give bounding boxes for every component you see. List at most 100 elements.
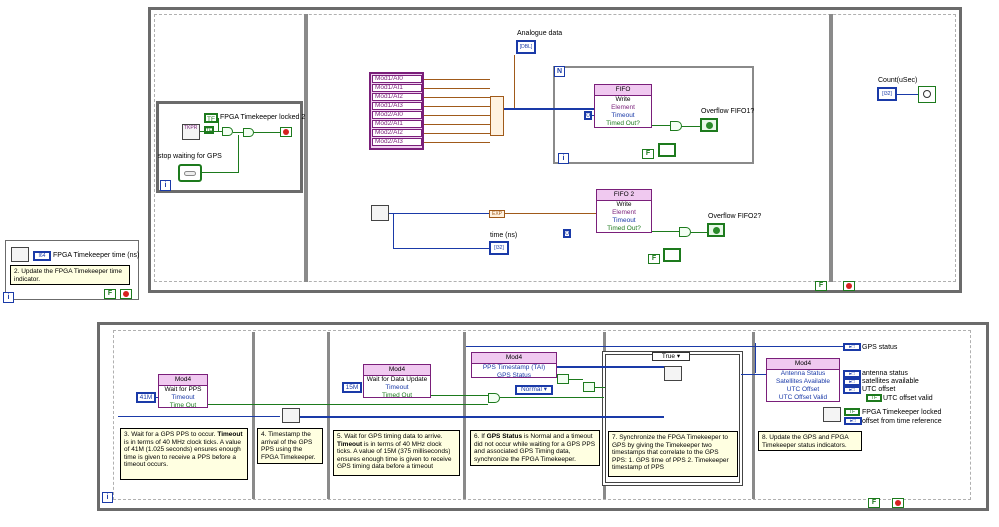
wire	[466, 346, 843, 347]
stop-waiting-label: stop waiting for GPS	[158, 153, 222, 160]
gps-loop-inner	[113, 330, 971, 500]
fifo2-title: FIFO 2	[597, 190, 651, 201]
frame-divider	[463, 332, 466, 499]
wire	[691, 232, 707, 233]
side-i: i	[3, 292, 14, 303]
wire	[569, 379, 583, 380]
comment-5-bold: Timeout	[337, 440, 363, 448]
wait-data-node: Mod4 Wait for Data Update Timeout Timed …	[363, 364, 431, 399]
comment-3: 3. Wait for a GPS PPS to occur. Timeout …	[120, 428, 248, 480]
overflow-fifo2-label: Overflow FIFO2?	[708, 213, 762, 220]
build-array-node	[490, 96, 504, 136]
ai-channel-item: Mod1/AI1	[372, 84, 422, 92]
fifo2-element: Element	[612, 209, 636, 216]
analogue-data-indicator: [DBL]	[516, 40, 536, 54]
or-gate-icon	[488, 393, 500, 403]
zero-constant-1: 0	[584, 111, 592, 120]
wire	[424, 106, 490, 107]
frame-divider	[252, 332, 255, 499]
ai-channel-label: Mod1/AI2	[375, 93, 403, 100]
wire	[431, 395, 488, 396]
or-gate-icon	[679, 227, 691, 237]
wire	[200, 131, 222, 132]
pps-timestamp-row: PPS Timestamp (TAI)	[482, 364, 546, 371]
wire	[505, 213, 596, 214]
comment-3-rest: is in terms of 40 MHz clock ticks. A val…	[124, 438, 242, 469]
for-n-terminal: N	[554, 66, 565, 77]
ai-channel-label: Mod2/AI3	[375, 138, 403, 145]
fifo-timeout: Timeout	[611, 112, 635, 119]
wire	[238, 135, 239, 173]
comment-6-rest: is Normal and a timeout did not occur wh…	[474, 433, 596, 463]
ai-channel-item: Mod1/AI2	[372, 93, 422, 101]
wire	[424, 142, 490, 143]
mod4-title-2: Mod4	[364, 365, 430, 376]
frame-divider	[304, 14, 308, 282]
wait-pps-timeout: Timeout	[171, 394, 195, 401]
status-row-2: UTC Offset	[786, 386, 820, 393]
wire	[393, 248, 489, 249]
ai-channel-item: Mod2/AI1	[372, 120, 422, 128]
wire	[500, 397, 604, 398]
ai-channel-label: Mod2/AI0	[375, 111, 403, 118]
fpga-time-label: FPGA Timekeeper time (ns)	[53, 252, 140, 259]
frame-divider	[829, 14, 833, 282]
loop-stop-icon[interactable]	[843, 281, 855, 291]
normal-enum-label: Normal	[520, 386, 542, 393]
status-node: Mod4 Antenna Status Satellites Available…	[766, 358, 840, 402]
fifo-write: Write	[615, 96, 631, 103]
wait-data-method: Wait for Data Update	[366, 376, 428, 383]
antenna-out-label: antenna status	[862, 370, 908, 377]
mod4-title-4: Mod4	[767, 359, 839, 370]
gps-loop-stop-icon[interactable]	[892, 498, 904, 508]
fifo2-timeout: Timeout	[612, 217, 636, 224]
for-i-terminal: i	[558, 153, 569, 164]
wait-pps-node: Mod4 Wait for PPS Timeout Time Out	[158, 374, 208, 409]
mod4-title-1: Mod4	[159, 375, 207, 386]
ai-channel-item: Mod1/AI0	[372, 75, 422, 83]
stop-button-icon[interactable]	[280, 127, 292, 137]
const-15m: 15M	[342, 382, 362, 393]
tkpr-node-icon-2	[371, 205, 389, 221]
wire	[897, 94, 918, 95]
ai-channel-label: Mod2/AI2	[375, 129, 403, 136]
stop-waiting-control[interactable]	[178, 164, 202, 182]
comment-8: 8. Update the GPS and FPGA Timekeeper st…	[758, 431, 862, 451]
false-constant-2: F	[648, 254, 660, 264]
wire	[557, 366, 664, 368]
ai-channel-label: Mod1/AI0	[375, 75, 403, 82]
tf-constant: TF	[204, 113, 218, 123]
wire	[300, 416, 664, 418]
ai-channel-item: Mod2/AI0	[372, 111, 422, 119]
and-gate-icon	[222, 127, 233, 136]
wire	[741, 374, 766, 375]
comment-4: 4. Timestamp the arrival of the GPS PPS …	[257, 428, 323, 464]
fifo-element: Element	[611, 104, 635, 111]
antenna-indicator: ▸□	[843, 370, 861, 378]
case-selector[interactable]: True ▾	[652, 352, 690, 361]
fifo-write-node: FIFO Write Element Timeout Timed Out?	[594, 84, 652, 128]
utc-valid-indicator: TF	[866, 394, 882, 402]
wire	[155, 397, 158, 398]
wire	[424, 97, 490, 98]
comment-3-lead: 3. Wait for a GPS PPS to occur.	[124, 431, 216, 438]
frame-divider	[752, 332, 755, 499]
side-f: F	[104, 289, 116, 299]
comment-6-bold: GPS Status	[486, 433, 523, 440]
comment-6: 6. If GPS Status is Normal and a timeout…	[470, 430, 600, 466]
utc-offset-indicator: ▸□	[843, 386, 861, 394]
tkpr-node-icon-3	[11, 247, 29, 262]
zero-constant-2: 0	[563, 229, 571, 238]
ai-channel-label: Mod1/AI3	[375, 102, 403, 109]
shift-register-1	[658, 143, 676, 157]
equal-icon	[557, 374, 569, 384]
ai-channel-label: Mod2/AI1	[375, 120, 403, 127]
wire	[595, 387, 605, 388]
side-stop-icon[interactable]	[120, 289, 132, 299]
gps-status-row: GPS Status	[497, 372, 531, 379]
overflow-fifo1-led	[700, 118, 718, 132]
wire	[393, 213, 394, 249]
normal-enum[interactable]: Normal ▾	[515, 385, 553, 395]
fifo2-timed-out: Timed Out?	[607, 225, 641, 232]
wire	[514, 55, 515, 108]
